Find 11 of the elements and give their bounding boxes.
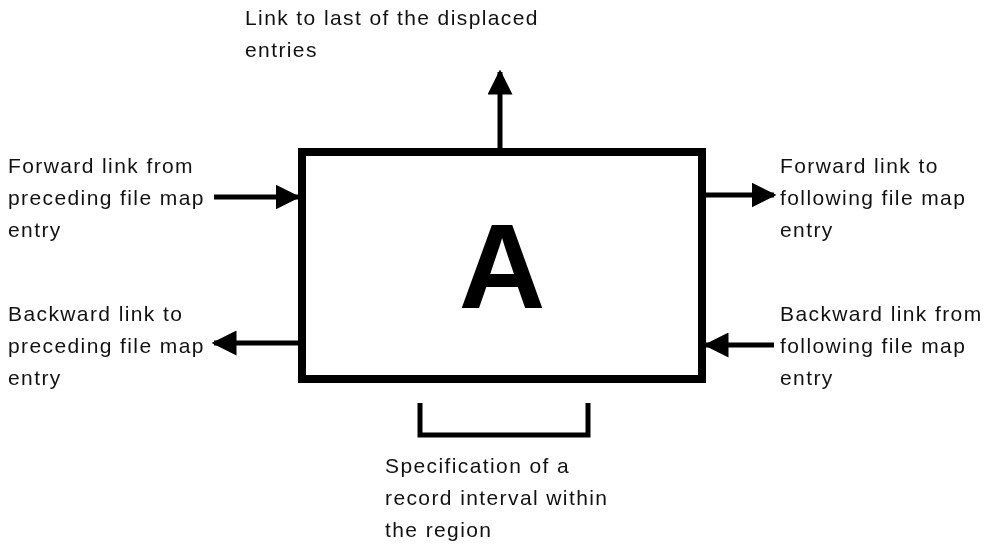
link-description: Forward link from preceding file map entry — [8, 150, 208, 246]
bracket-note: Specification of a record interval within the region — [385, 453, 610, 543]
arrow — [211, 330, 298, 356]
box-letter: A — [458, 205, 546, 326]
process-box — [298, 148, 706, 383]
link-description: Forward link to following file map entry — [780, 150, 995, 246]
link-description: Link to last of the displaced entries — [245, 2, 575, 66]
link-description: Backward link to preceding file map entry — [8, 298, 208, 394]
link-description: Backward link from following file map entry — [780, 298, 1000, 394]
arrow — [706, 182, 777, 208]
arrow — [487, 69, 513, 148]
